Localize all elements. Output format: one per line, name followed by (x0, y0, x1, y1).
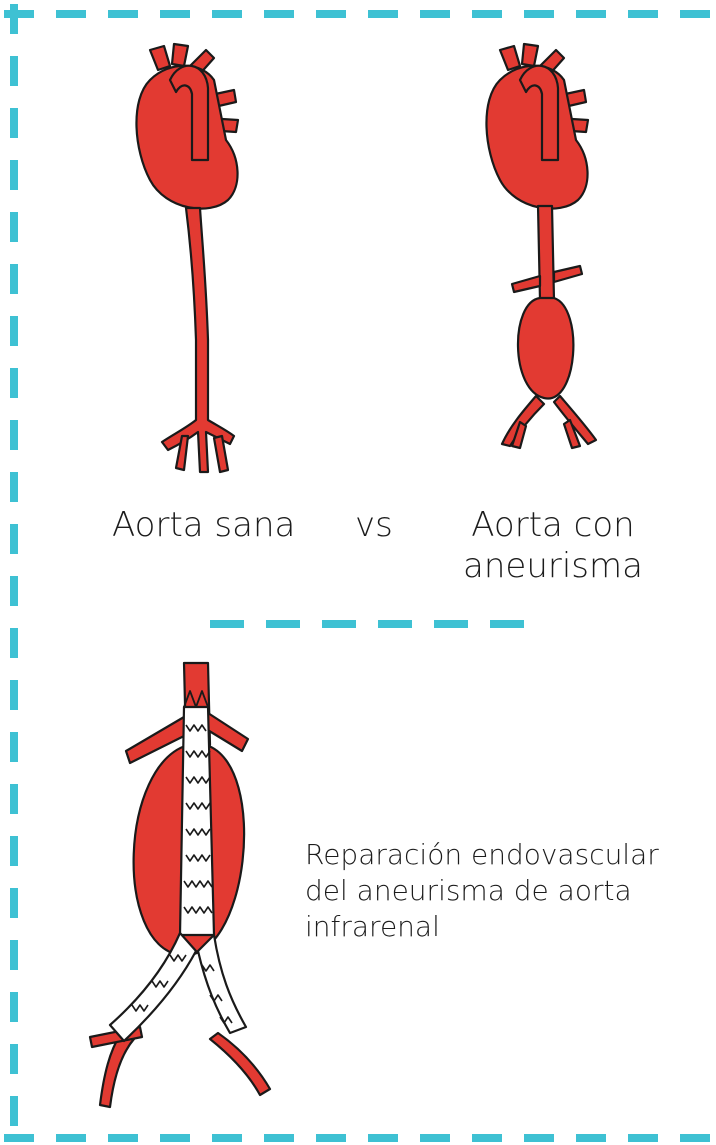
healthy-aorta-label: Aorta sana (112, 505, 295, 546)
aneurysm-aorta-label: Aorta con aneurisma (428, 505, 678, 587)
endovascular-stent-illustration (80, 655, 290, 1125)
section-divider (210, 616, 540, 632)
aneurysm-aorta-illustration (460, 40, 660, 460)
healthy-aorta-illustration (110, 40, 310, 480)
versus-label: vs (355, 505, 393, 546)
procedure-caption: Reparación endovascular del aneurisma de… (305, 837, 705, 944)
